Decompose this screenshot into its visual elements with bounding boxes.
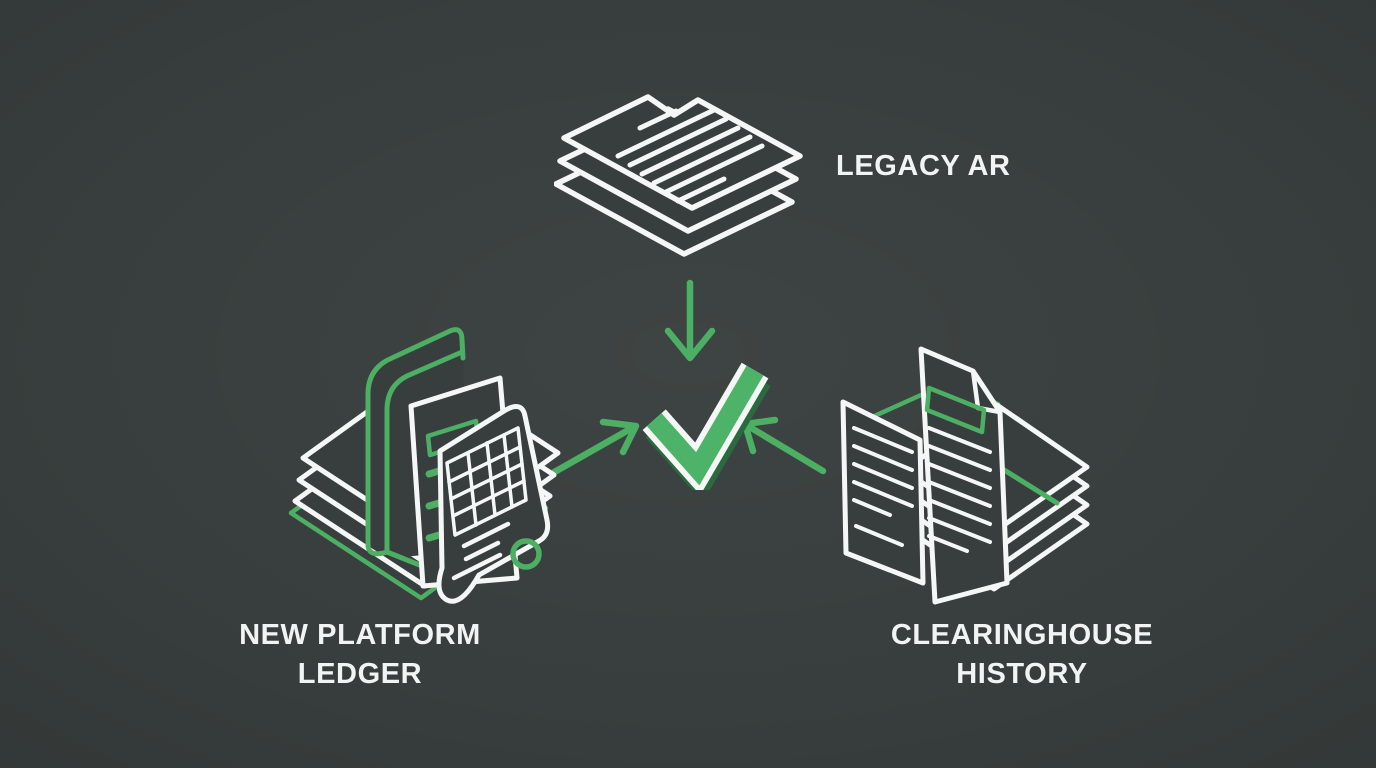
arrow-legacy-to-check — [664, 279, 716, 362]
node-new-platform-ledger — [276, 316, 576, 628]
node-label-new-platform-ledger: NEW PLATFORM LEDGER — [239, 619, 481, 690]
arrow-ledger-to-check — [547, 418, 640, 478]
node-legacy-ar — [554, 82, 816, 280]
ledger-book-documents-icon — [288, 327, 561, 604]
node-label-legacy-ar: LEGACY AR — [836, 150, 1011, 182]
checkmark-icon — [642, 362, 771, 490]
seal-circle — [510, 538, 542, 570]
node-label-clearinghouse-history: CLEARINGHOUSE HISTORY — [890, 619, 1154, 690]
documents-history-stack-icon — [840, 346, 1090, 605]
match-check — [632, 340, 782, 490]
node-clearinghouse-history — [822, 320, 1122, 632]
paper-stack-icon — [554, 94, 803, 257]
